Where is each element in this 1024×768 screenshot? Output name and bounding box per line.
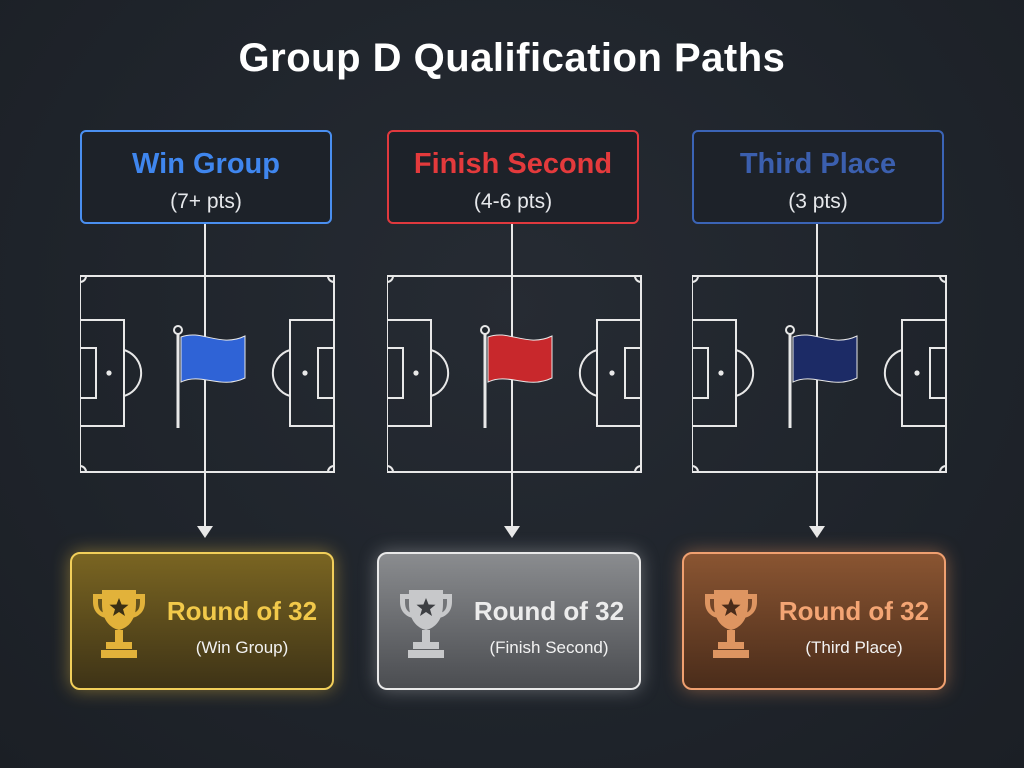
result-box-bronze: Round of 32 (Third Place) [682,552,946,690]
trophy-icon [93,590,145,658]
arrow-down-icon [809,526,825,538]
result-subtitle: (Finish Second) [489,638,609,657]
soccer-pitch-icon [692,275,947,473]
result-title: Round of 32 [166,596,318,626]
result-title: Round of 32 [778,596,930,626]
result-box-gold: Round of 32 (Win Group) [70,552,334,690]
result-subtitle: (Win Group) [195,638,289,657]
path-header-box: Win Group (7+ pts) [80,130,332,224]
path-label: Finish Second [413,148,613,180]
trophy-icon [400,590,452,658]
path-header-box: Third Place (3 pts) [692,130,944,224]
page-title: Group D Qualification Paths [238,36,786,80]
result-subtitle: (Third Place) [805,638,903,657]
path-header-box: Finish Second (4-6 pts) [387,130,639,224]
path-points: (4-6 pts) [473,190,553,213]
pitch-diagram [692,224,947,538]
path-label: Win Group [132,148,280,180]
path-points: (3 pts) [788,190,848,213]
pitch-diagram [387,224,642,538]
path-column-finish-second: Finish Second (4-6 pts) [377,0,657,768]
flag-icon [173,325,246,428]
path-points: (7+ pts) [170,190,242,213]
pitch-diagram [80,224,335,538]
flag-icon [785,325,858,428]
flag-icon [480,325,553,428]
result-title: Round of 32 [473,596,625,626]
arrow-down-icon [197,526,213,538]
trophy-icon [705,590,757,658]
path-column-third-place: Third Place (3 pts) [682,0,962,768]
result-box-silver: Round of 32 (Finish Second) [377,552,641,690]
path-label: Third Place [739,148,897,180]
path-column-win-group: Win Group (7+ pts) [70,0,350,768]
arrow-down-icon [504,526,520,538]
